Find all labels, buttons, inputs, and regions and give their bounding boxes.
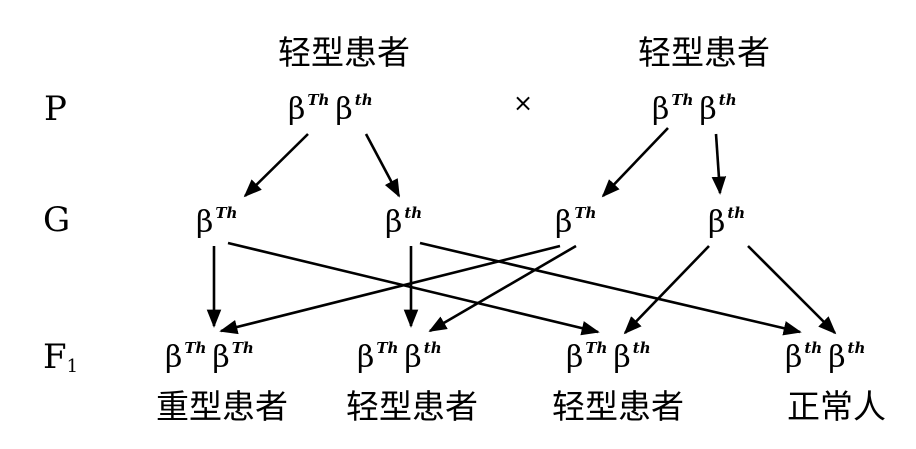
arrow-gamete-4-to-offspring-4 [747, 245, 837, 335]
row-label-p: P [44, 89, 67, 129]
row-label-g: G [43, 200, 71, 240]
offspring-4-phenotype: 正常人 [787, 387, 886, 426]
arrow-gamete-3-to-offspring-2 [428, 244, 577, 333]
parent-right-phenotype: 轻型患者 [638, 33, 770, 72]
offspring-1-phenotype: 重型患者 [156, 387, 288, 426]
parent-left-phenotype: 轻型患者 [278, 33, 410, 72]
arrow-gamete-4-to-offspring-3 [623, 245, 710, 335]
arrow-gamete-2-to-offspring-4 [419, 241, 802, 336]
row-label-f1: F1 [43, 337, 79, 377]
arrow-p-right-to-gamete-4 [711, 133, 727, 195]
arrow-p-left-to-gamete-1 [243, 133, 309, 198]
arrow-p-right-to-gamete-3 [601, 127, 669, 198]
arrow-p-left-to-gamete-2 [364, 133, 401, 198]
offspring-2-phenotype: 轻型患者 [346, 387, 478, 426]
offspring-3-phenotype: 轻型患者 [552, 387, 684, 426]
arrow-gamete-1-to-offspring-3 [227, 241, 600, 336]
arrow-gamete-3-to-offspring-1 [219, 244, 561, 335]
cross-symbol: × [513, 89, 534, 117]
